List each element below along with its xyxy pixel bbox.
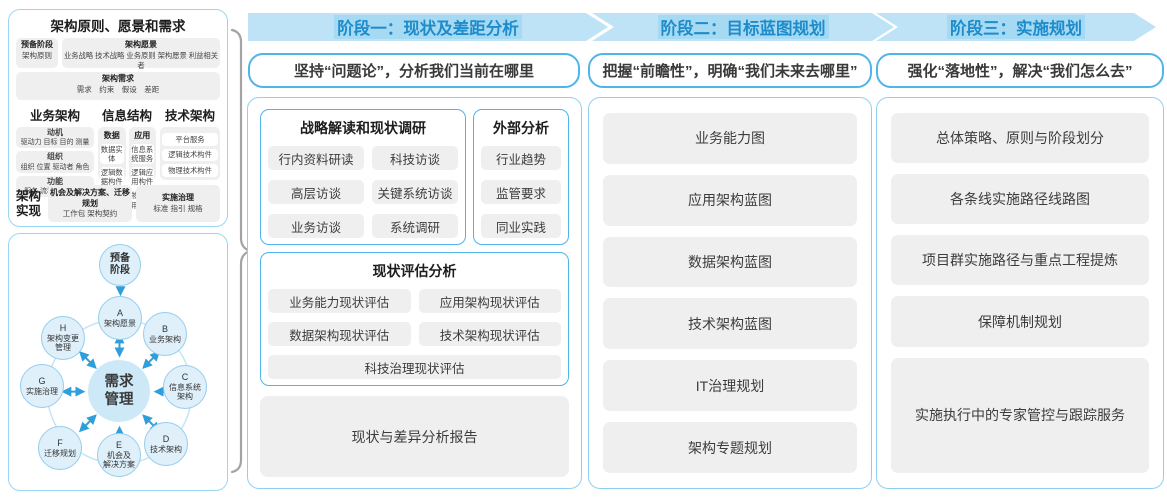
logical-data-box: 逻辑数据构件 <box>100 167 124 188</box>
organization-box: 组织 组织 位置 驱动者 角色 <box>16 151 94 173</box>
assessment-item: 应用架构现状评估 <box>418 289 561 313</box>
phase2-item: 业务能力图 <box>603 113 857 164</box>
adm-node-d: D 技术架构 <box>144 422 188 466</box>
prep-phase-title: 预备阶段 <box>21 40 53 49</box>
external-item: 行业趋势 <box>481 146 561 170</box>
phase2-header-label: 阶段二：目标蓝图规划 <box>658 15 829 39</box>
application-subcolumn: 应用 信息系统服务 逻辑应用构件 物理应用构件 <box>128 127 156 211</box>
strategy-item: 业务访谈 <box>268 214 364 238</box>
strategy-item: 行内资料研读 <box>268 146 364 170</box>
implementation-governance-box: 实施治理 标准 指引 规格 <box>136 185 220 222</box>
architecture-framework-panel: 架构原则、愿景和需求 预备阶段 架构原则 架构愿景 业务战略 技术战略 业务原则… <box>8 9 228 227</box>
phase2-item: 架构专题规划 <box>603 422 857 473</box>
business-architecture-header: 业务架构 <box>29 109 80 123</box>
adm-node-h: H 架构变更 管理 <box>41 316 85 360</box>
phase2-subtitle: 把握“前瞻性”，明确“我们未来去哪里” <box>588 53 872 88</box>
adm-node-g: G 实施治理 <box>20 364 64 408</box>
data-entity-box: 数据实体 <box>100 144 124 165</box>
logical-tech-box: 逻辑技术构件 <box>162 148 218 162</box>
strategy-item: 科技访谈 <box>372 146 458 170</box>
strategy-item: 系统调研 <box>372 214 458 238</box>
strategy-item: 关键系统访谈 <box>372 180 458 204</box>
phase3-subtitle: 强化“落地性”，解决“我们怎么去” <box>876 53 1164 88</box>
prep-phase-sub: 架构原则 <box>22 50 52 60</box>
phase2-panel: 业务能力图 应用架构蓝图 数据架构蓝图 技术架构蓝图 IT治理规划 架构专题规划 <box>588 97 872 489</box>
adm-node-a: A 架构愿景 <box>98 296 142 340</box>
technical-architecture-column: 技术架构 平台服务 逻辑技术构件 物理技术构件 <box>160 105 220 180</box>
prep-phase-box: 预备阶段 架构原则 <box>16 38 58 68</box>
phase3-item: 总体策略、原则与阶段划分 <box>891 113 1149 164</box>
assessment-item: 技术架构现状评估 <box>418 322 561 346</box>
adm-cycle-panel: 预备 阶段 需求 管理 A 架构愿景 B 业务架构 C 信息系统 架构 D 技术… <box>8 233 228 491</box>
architecture-requirements-box: 架构需求 需求 约束 假设 差距 <box>16 72 220 100</box>
external-analysis-box: 外部分析 行业趋势 监管要求 同业实践 <box>473 109 569 245</box>
business-architecture-column: 业务架构 动机 驱动力 目标 目的 测量 组织 组织 位置 驱动者 角色 功能 … <box>16 105 94 198</box>
requirements-sub: 需求 约束 假设 差距 <box>76 84 160 94</box>
phase3-header-arrow: 阶段三：实施规划 <box>876 13 1156 41</box>
technical-architecture-header: 技术架构 <box>164 109 215 123</box>
phase2-item: IT治理规划 <box>603 360 857 412</box>
assessment-item: 数据架构现状评估 <box>268 322 411 346</box>
realization-label: 架构实现 <box>16 188 42 218</box>
phase2-header-arrow: 阶段二：目标蓝图规划 <box>592 13 894 41</box>
adm-node-b: B 业务架构 <box>143 312 187 356</box>
external-item: 监管要求 <box>481 180 561 204</box>
architecture-vision-box: 架构愿景 业务战略 技术战略 业务原则 架构愿景 利益相关者 <box>62 38 220 70</box>
motivation-box: 动机 驱动力 目标 目的 测量 <box>16 127 94 149</box>
assessment-analysis-box: 现状评估分析 业务能力现状评估 应用架构现状评估 数据架构现状评估 技术架构现状… <box>260 252 569 386</box>
adm-node-e: E 机会及 解决方案 <box>97 433 141 477</box>
phase1-header-label: 阶段一：现状及差距分析 <box>334 15 522 39</box>
phase2-item: 数据架构蓝图 <box>603 236 857 288</box>
gap-analysis-report-box: 现状与差异分析报告 <box>260 396 569 477</box>
external-item: 同业实践 <box>481 214 561 238</box>
adm-center-circle: 需求 管理 <box>88 360 150 422</box>
information-structure-header: 信息结构 <box>101 109 152 123</box>
phase3-header-label: 阶段三：实施规划 <box>947 15 1085 39</box>
data-subcolumn: 数据 数据实体 逻辑数据构件 物理数据构件 <box>98 127 126 211</box>
framework-columns: 业务架构 动机 驱动力 目标 目的 测量 组织 组织 位置 驱动者 角色 功能 … <box>16 105 220 211</box>
phase3-panel: 总体策略、原则与阶段划分 各条线实施路径线路图 项目群实施路径与重点工程提炼 保… <box>876 97 1164 489</box>
architecture-realization-row: 架构实现 机会及解决方案、迁移规划 工作包 架构契约 实施治理 标准 指引 规格 <box>16 185 220 222</box>
framework-row-vision: 预备阶段 架构原则 架构愿景 业务战略 技术战略 业务原则 架构愿景 利益相关者 <box>16 38 220 70</box>
phase2-item: 技术架构蓝图 <box>603 298 857 350</box>
physical-tech-box: 物理技术构件 <box>162 164 218 178</box>
vision-sub: 业务战略 技术战略 业务原则 架构愿景 利益相关者 <box>63 50 219 70</box>
requirements-title: 架构需求 <box>102 74 134 83</box>
strategy-item: 高层访谈 <box>268 180 364 204</box>
adm-node-f: F 迁移规划 <box>38 426 82 470</box>
framework-title: 架构原则、愿景和需求 <box>50 19 186 34</box>
phase3-item: 实施执行中的专家管控与跟踪服务 <box>891 357 1149 473</box>
phase3-item: 各条线实施路径线路图 <box>891 174 1149 225</box>
opportunities-migration-box: 机会及解决方案、迁移规划 工作包 架构契约 <box>48 185 132 222</box>
assessment-item: 业务能力现状评估 <box>268 289 411 313</box>
adm-node-c: C 信息系统 架构 <box>163 365 207 409</box>
phase1-header-arrow: 阶段一：现状及差距分析 <box>248 13 608 41</box>
vision-title: 架构愿景 <box>125 40 157 49</box>
logical-app-box: 逻辑应用构件 <box>130 167 154 188</box>
strategy-research-box: 战略解读和现状调研 行内资料研读 科技访谈 高层访谈 关键系统访谈 业务访谈 系… <box>260 109 466 245</box>
phase1-panel: 战略解读和现状调研 行内资料研读 科技访谈 高层访谈 关键系统访谈 业务访谈 系… <box>247 97 582 489</box>
phase3-item: 保障机制规划 <box>891 296 1149 347</box>
phase2-item: 应用架构蓝图 <box>603 174 857 226</box>
information-structure-column: 信息结构 数据 数据实体 逻辑数据构件 物理数据构件 应用 信息系统服务 逻辑应… <box>98 105 156 211</box>
platform-service-box: 平台服务 <box>162 133 218 146</box>
info-system-service-box: 信息系统服务 <box>130 144 154 165</box>
phase1-subtitle: 坚持“问题论”，分析我们当前在哪里 <box>248 53 580 88</box>
adm-prep-circle: 预备 阶段 <box>99 244 141 286</box>
phase3-item: 项目群实施路径与重点工程提炼 <box>891 235 1149 286</box>
assessment-item: 科技治理现状评估 <box>268 355 561 379</box>
